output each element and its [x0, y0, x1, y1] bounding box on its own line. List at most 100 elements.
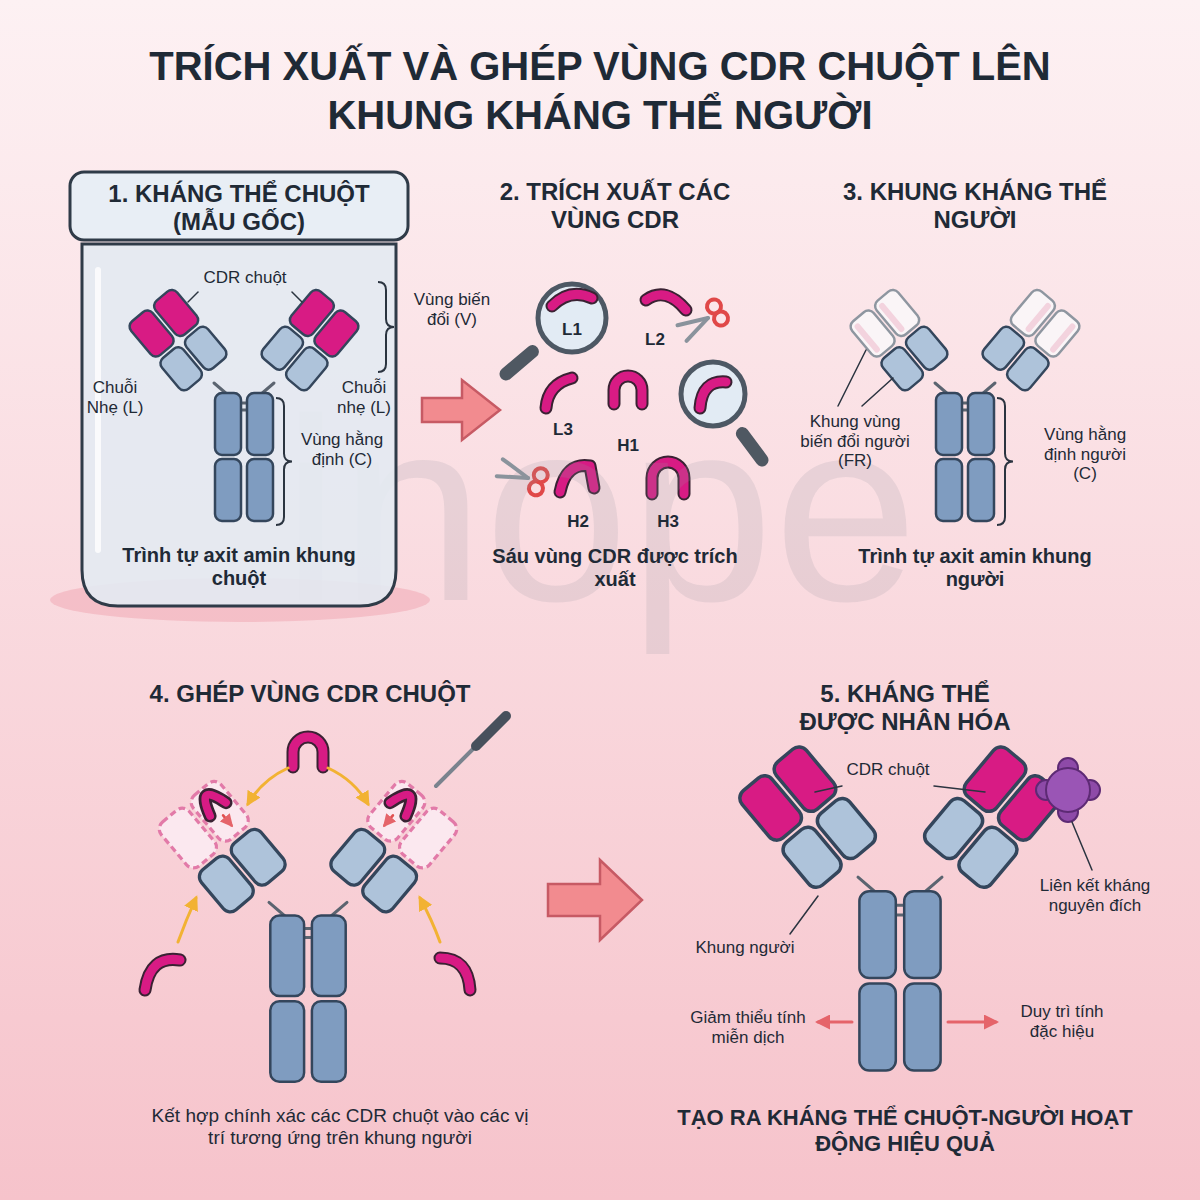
antibody	[848, 287, 1083, 521]
panel-arrow	[422, 380, 500, 440]
cdr-outline	[646, 295, 686, 310]
constant-domain	[158, 344, 205, 393]
variable-domain	[312, 308, 362, 360]
constant-domain	[968, 459, 994, 521]
scissor-ring	[532, 466, 550, 484]
cdr-outline	[700, 382, 726, 408]
panel-arrow	[548, 860, 642, 940]
cdr-outline	[293, 737, 323, 767]
title: TRÍCH XUẤT VÀ GHÉP VÙNG CDR CHUỘT LÊN KH…	[125, 42, 1075, 140]
constant-domain	[859, 891, 895, 978]
constant-domain	[270, 915, 304, 996]
cdr-piece	[440, 958, 470, 990]
leader-line	[934, 786, 985, 792]
pointer-arrow	[328, 768, 368, 804]
cdr-piece	[552, 294, 592, 306]
constant-domain	[936, 459, 962, 521]
magnifier-handle	[742, 434, 762, 460]
cdr-outline	[652, 462, 684, 494]
constant-domain	[215, 459, 241, 521]
scissor-blade	[678, 310, 708, 333]
panel-heading: 4. GHÉP VÙNG CDR CHUỘT	[100, 680, 520, 708]
cdr-outline	[546, 378, 572, 408]
leader-line	[815, 786, 842, 792]
insert-arrow	[223, 815, 231, 825]
magnifier-glass	[681, 362, 745, 426]
panel-note: Sáu vùng CDR được trích xuất	[485, 545, 745, 591]
cdr-label: L1	[555, 320, 589, 340]
variable-shade	[1024, 302, 1052, 333]
panel-heading: 3. KHUNG KHÁNG THỂ NGƯỜI	[825, 178, 1125, 234]
spatula-blade	[436, 744, 478, 786]
cdr-piece	[646, 295, 686, 310]
antibody	[127, 287, 362, 521]
antibody-arm	[156, 778, 289, 916]
cdr-piece	[390, 789, 418, 816]
hinge-bond	[232, 402, 256, 405]
antibody-arm	[127, 287, 230, 393]
variable-domain	[872, 287, 922, 339]
jar-lid	[70, 172, 408, 240]
cdr-label: H3	[651, 512, 685, 532]
cdr-label: H1	[611, 436, 645, 456]
panel-heading: 1. KHÁNG THỂ CHUỘT (MẪU GỐC)	[89, 180, 389, 236]
cdr-outline	[198, 789, 226, 816]
cdr-label: L3	[546, 420, 580, 440]
panel-note: Trình tự axit amin khung chuột	[114, 544, 364, 590]
panel-heading: 2. TRÍCH XUẤT CÁC VÙNG CDR	[495, 178, 735, 234]
variable-domain	[1008, 287, 1058, 339]
part-label: Khung vùng biến đổi người (FR)	[800, 412, 910, 471]
leader-line	[188, 292, 198, 302]
variable-domain	[151, 287, 201, 339]
variable-shade	[1049, 322, 1077, 353]
part-label: Khung người	[685, 938, 805, 958]
bracket	[997, 398, 1013, 525]
antibody	[156, 778, 461, 1082]
antibody-arm	[921, 743, 1065, 891]
cdr-outline	[614, 376, 642, 404]
scissors-icon	[675, 297, 731, 345]
constant-domain	[859, 984, 895, 1071]
antigen-core	[1046, 768, 1090, 812]
cdr-piece	[198, 789, 226, 816]
hinge-link	[260, 383, 274, 395]
bracket	[276, 398, 292, 525]
constant-domain	[936, 393, 962, 455]
part-label: Vùng hằng định (C)	[296, 430, 388, 469]
cdr-outline	[440, 958, 470, 990]
panel-note: TẠO RA KHÁNG THỂ CHUỘT-NGƯỜI HOẠT ĐỘNG H…	[670, 1105, 1140, 1156]
part-label: Vùng hằng định người (C)	[1035, 425, 1135, 484]
magnifier-glass	[538, 284, 606, 352]
constant-domain	[904, 984, 940, 1071]
panel-note: Trình tự axit amin khung người	[845, 545, 1105, 591]
antibody-arm	[980, 287, 1083, 393]
constant-domain	[215, 393, 241, 455]
variable-domain	[364, 778, 429, 845]
cdr-outline	[145, 959, 180, 990]
insert-arrow	[385, 815, 393, 825]
part-label: Duy trì tính đặc hiệu	[1007, 1002, 1117, 1041]
variable-domain	[127, 308, 177, 360]
constant-domain	[968, 393, 994, 455]
cdr-outline	[390, 789, 418, 816]
cdr-outline	[552, 294, 592, 306]
magnifier-handle	[506, 352, 532, 374]
variable-domain	[187, 778, 252, 845]
leader-line	[790, 896, 818, 934]
leader-line	[1072, 822, 1092, 870]
constant-domain	[312, 915, 346, 996]
cdr-piece	[560, 466, 594, 492]
part-label: Chuỗi Nhẹ (L)	[79, 378, 151, 417]
antibody-arm	[327, 778, 460, 916]
part-label: Giảm thiểu tính miễn dịch	[683, 1008, 813, 1047]
scissors-icon	[495, 455, 550, 498]
leader-line	[862, 378, 893, 406]
leader-line	[838, 350, 866, 406]
hinge-link	[214, 383, 228, 395]
variable-shade	[878, 302, 906, 333]
cdr-outline	[560, 466, 594, 492]
antigen	[1036, 758, 1100, 822]
antibody-arm	[848, 287, 951, 393]
constant-domain	[247, 393, 273, 455]
